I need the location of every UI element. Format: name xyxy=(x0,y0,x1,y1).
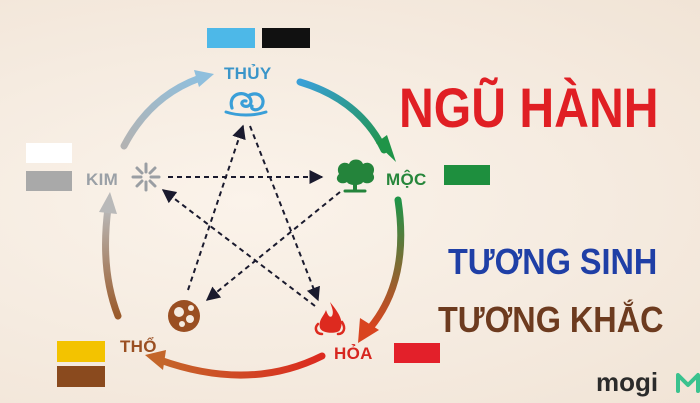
arrow-wood-to-earth xyxy=(205,191,341,301)
metal-label: KIM xyxy=(86,170,118,189)
water-label: THỦY xyxy=(224,64,272,83)
metal-swatch-white xyxy=(26,143,72,163)
water-swatch-black xyxy=(262,28,310,48)
subtitle-controlling: TƯƠNG KHẮC xyxy=(438,299,664,340)
brand-mark-icon xyxy=(676,373,700,393)
arc-fire-to-earth xyxy=(156,352,326,379)
arrowhead-fire xyxy=(358,318,379,343)
arrow-earth-to-water xyxy=(187,124,246,291)
arrowhead-wood xyxy=(376,135,396,162)
arrow-fire-to-metal xyxy=(161,189,316,307)
brand-logo-text: mogi xyxy=(596,367,659,397)
water-swatch-blue xyxy=(207,28,255,48)
arrowhead-earth xyxy=(145,350,166,370)
flame-icon xyxy=(314,302,346,336)
wood-swatch-green xyxy=(444,165,490,185)
arc-wood-to-fire xyxy=(366,196,405,332)
arrowhead-metal xyxy=(99,192,117,214)
arc-metal-to-water xyxy=(120,74,204,150)
arrow-water-to-fire xyxy=(249,125,320,302)
earth-icon xyxy=(168,300,200,332)
fire-swatch-red xyxy=(394,343,440,363)
metal-swatch-gray xyxy=(26,171,72,191)
arrowhead-water xyxy=(194,70,214,87)
metal-burst-icon xyxy=(131,162,161,192)
earth-label: THỔ xyxy=(120,337,157,356)
tree-icon xyxy=(336,159,375,193)
subtitle-generating: TƯƠNG SINH xyxy=(448,241,658,282)
generating-cycle xyxy=(99,70,405,379)
earth-swatch-yellow xyxy=(57,341,105,362)
controlling-cycle xyxy=(161,124,341,307)
earth-swatch-brown xyxy=(57,366,105,387)
page-title: NGŨ HÀNH xyxy=(399,76,659,139)
arc-earth-to-metal xyxy=(102,204,122,320)
water-swirl-icon xyxy=(224,92,268,117)
fire-label: HỎA xyxy=(334,344,373,363)
wood-label: MỘC xyxy=(386,170,427,189)
arc-water-to-wood xyxy=(296,78,388,154)
